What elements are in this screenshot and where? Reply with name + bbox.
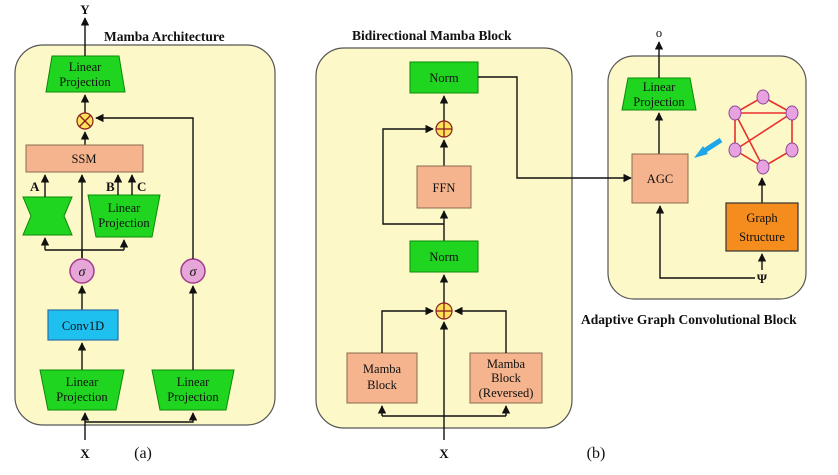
psi-label: Ψ: [757, 271, 768, 286]
psi-to-agc-arrow: [655, 205, 755, 279]
top-norm-box: [409, 61, 479, 94]
caption-b: (b): [587, 445, 606, 462]
agc-output-label: o: [656, 26, 662, 40]
middle-norm-box: [409, 240, 479, 273]
graph-structure-line2: Structure: [739, 230, 785, 244]
ffn-box: [416, 165, 472, 209]
b-label: B: [106, 179, 115, 194]
middle-norm-label: Norm: [429, 250, 458, 264]
ssm-label: SSM: [71, 152, 96, 166]
top-linear-projection-line2: Projection: [59, 75, 111, 89]
input-x-label-b: X: [439, 446, 449, 461]
top-norm-label: Norm: [429, 71, 458, 85]
graph-structure-line1: Graph: [746, 211, 778, 225]
bottom-left-projection-line1: Linear: [66, 375, 99, 389]
norm-to-agc-arrow: [478, 76, 632, 183]
c-label: C: [137, 179, 146, 194]
left-sigma-node: [69, 258, 95, 284]
mamba-to-add-arrow: [381, 306, 434, 353]
a-parameter-shape: [22, 196, 73, 236]
graph-to-agc-blue-arrow-head: [694, 146, 708, 158]
graph-structure-box: [725, 202, 799, 252]
mamba-block-box: [346, 352, 418, 404]
a-label: A: [30, 179, 40, 194]
gate-to-multiply-arrow: [95, 113, 194, 259]
reversed-to-add-arrow: [454, 306, 507, 353]
caption-a: (a): [134, 445, 152, 462]
mamba-reversed-line1: Mamba: [487, 357, 526, 371]
right-sigma-symbol: σ: [190, 265, 198, 280]
graph-edge-3: [734, 112, 793, 151]
graph-node: [785, 105, 799, 121]
graph-node: [756, 89, 770, 105]
mamba-architecture-title: Mamba Architecture: [104, 29, 225, 44]
graph-node: [785, 142, 799, 158]
graph-node: [728, 105, 742, 121]
bottom-left-linear-projection: [39, 369, 125, 411]
mamba-reversed-line3: (Reversed): [479, 386, 534, 400]
mamba-block-line2: Block: [367, 378, 398, 392]
agc-projection-line2: Projection: [633, 95, 685, 109]
conv1d-box: [47, 309, 119, 341]
multiply-cross-2: [79, 115, 91, 127]
bidirectional-mamba-title: Bidirectional Mamba Block: [352, 28, 512, 43]
bottom-right-projection-line1: Linear: [177, 375, 210, 389]
mamba-block-line1: Mamba: [363, 362, 402, 376]
agc-projection-line1: Linear: [643, 80, 676, 94]
left-sigma-symbol: σ: [79, 265, 87, 280]
middle-linear-projection-line1: Linear: [108, 201, 141, 215]
conv1d-label: Conv1D: [62, 319, 104, 333]
bottom-right-linear-projection: [151, 369, 235, 411]
input-x-label-a: X: [80, 446, 90, 461]
agc-box: [631, 153, 689, 204]
graph-node: [728, 142, 742, 158]
ssm-box: [25, 144, 144, 173]
residual-skip-arrow: [382, 124, 444, 225]
agc-label: AGC: [647, 172, 673, 186]
graph-node: [756, 159, 770, 175]
middle-linear-projection-line2: Projection: [98, 216, 150, 230]
agc-block-title: Adaptive Graph Convolutional Block: [581, 312, 797, 327]
agc-linear-projection: [621, 77, 697, 111]
bottom-right-projection-line2: Projection: [167, 390, 219, 404]
mamba-reversed-line2: Block: [491, 371, 522, 385]
input-to-right-projection-arrow: [85, 412, 198, 423]
ffn-label: FFN: [433, 181, 456, 195]
top-linear-projection-line1: Linear: [69, 60, 102, 74]
top-linear-projection: [45, 55, 126, 93]
middle-linear-projection: [87, 194, 161, 238]
bottom-left-projection-line2: Projection: [56, 390, 108, 404]
mamba-block-reversed-box: [469, 352, 543, 404]
output-y-label: Y: [80, 2, 90, 17]
